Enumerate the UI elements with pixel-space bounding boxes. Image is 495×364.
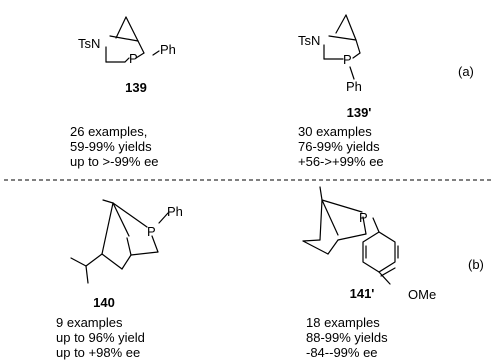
structure-141-prime: P OMe xyxy=(302,186,436,302)
stats-139-prime-line-2: 76-99% yields xyxy=(298,139,380,154)
atom-label-n: TsN xyxy=(78,36,100,51)
atom-label-substituent: Ph xyxy=(167,204,183,219)
atom-label-p: P xyxy=(343,52,352,67)
atom-label-p: P xyxy=(359,210,368,225)
compound-id-140: 140 xyxy=(93,295,115,310)
stats-139-prime-line-3: +56->+99% ee xyxy=(298,154,384,169)
stats-139-line-3: up to >-99% ee xyxy=(70,154,159,169)
structure-140: P Ph xyxy=(70,199,183,284)
stats-140-line-2: up to 96% yield xyxy=(56,330,145,345)
stats-141-prime-line-1: 18 examples xyxy=(306,315,380,330)
atom-label-substituent: Ph xyxy=(346,79,362,94)
panel-label-a: (a) xyxy=(458,64,474,79)
stats-139-line-2: 59-99% yields xyxy=(70,139,152,154)
stats-141-prime-line-3: -84--99% ee xyxy=(306,345,378,360)
stats-139-line-1: 26 examples, xyxy=(70,124,147,139)
compound-id-141-prime: 141' xyxy=(350,286,375,301)
compound-id-139-prime: 139' xyxy=(347,105,372,120)
structure-139: TsN P Ph xyxy=(78,16,176,66)
stats-140-line-1: 9 examples xyxy=(56,315,123,330)
atom-label-p: P xyxy=(147,224,156,239)
stats-139-prime-line-1: 30 examples xyxy=(298,124,372,139)
stats-141-prime-line-2: 88-99% yields xyxy=(306,330,388,345)
atom-label-n: TsN xyxy=(298,33,320,48)
atom-label-substituent: Ph xyxy=(160,42,176,57)
stats-140-line-3: up to +98% ee xyxy=(56,345,140,360)
atom-label-substituent: OMe xyxy=(408,287,436,302)
compound-id-139: 139 xyxy=(125,80,147,95)
structure-139-prime: TsN P Ph xyxy=(298,14,362,94)
panel-label-b: (b) xyxy=(468,257,484,272)
atom-label-p: P xyxy=(129,51,138,66)
